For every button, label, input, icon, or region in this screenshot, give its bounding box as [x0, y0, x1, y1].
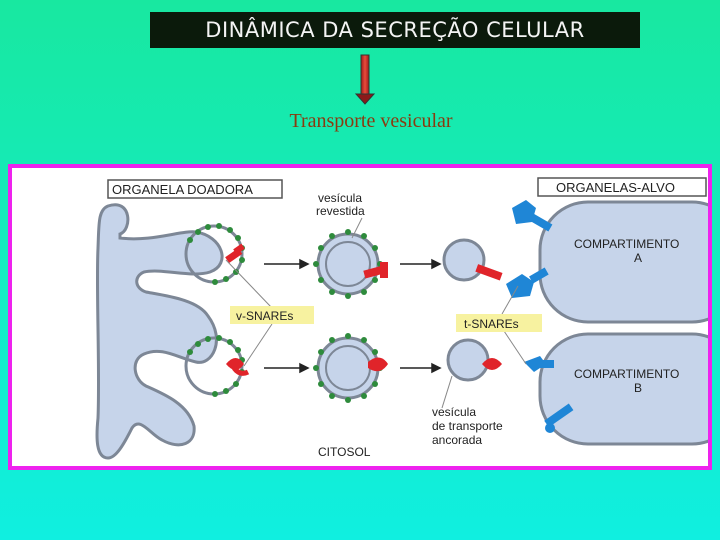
compartment-b — [538, 332, 708, 446]
svg-text:t-SNAREs: t-SNAREs — [464, 317, 519, 331]
target-label: ORGANELAS-ALVO — [537, 177, 707, 197]
svg-text:B: B — [634, 381, 642, 395]
v-snare-icon — [226, 358, 250, 376]
svg-text:COMPARTIMENTO: COMPARTIMENTO — [574, 367, 679, 381]
compartment-a-label: COMPARTIMENTO A — [574, 237, 679, 265]
svg-text:revestida: revestida — [316, 204, 365, 218]
subtitle: Transporte vesicular — [289, 110, 453, 132]
svg-text:de transporte: de transporte — [432, 419, 503, 433]
svg-text:COMPARTIMENTO: COMPARTIMENTO — [574, 237, 679, 251]
transport-vesicle-bottom — [446, 338, 502, 382]
t-snare-icon — [506, 200, 574, 433]
t-snares-label: t-SNAREs — [456, 314, 542, 332]
slide-title: DINÂMICA DA SECREÇÃO CELULAR — [150, 12, 640, 48]
svg-text:v-SNAREs: v-SNAREs — [236, 309, 293, 323]
vesicular-transport-diagram: ORGANELA DOADORA ORGANELAS-ALVO vesícula… — [12, 168, 708, 466]
svg-text:vesícula: vesícula — [432, 405, 476, 419]
svg-text:CITOSOL: CITOSOL — [318, 445, 371, 459]
donor-label: ORGANELA DOADORA — [107, 179, 283, 199]
diagram-svg: ORGANELA DOADORA ORGANELAS-ALVO vesícula… — [95, 177, 708, 460]
svg-text:A: A — [634, 251, 642, 265]
svg-text:ORGANELA DOADORA: ORGANELA DOADORA — [112, 182, 253, 197]
coated-vesicle-label: vesícula revestida — [316, 191, 365, 218]
v-snare-icon — [225, 243, 245, 264]
svg-text:vesícula: vesícula — [318, 191, 362, 205]
leader-lines — [225, 217, 527, 409]
slide-title-text: DINÂMICA DA SECREÇÃO CELULAR — [205, 18, 585, 42]
compartment-a — [538, 200, 708, 324]
v-snares-label: v-SNAREs — [230, 306, 314, 324]
cytosol-label: CITOSOL — [318, 445, 371, 459]
svg-text:ORGANELAS-ALVO: ORGANELAS-ALVO — [556, 180, 675, 195]
svg-text:ancorada: ancorada — [432, 433, 482, 447]
diagram-frame: ORGANELA DOADORA ORGANELAS-ALVO vesícula… — [8, 164, 712, 470]
coated-vesicle-bottom — [313, 333, 388, 403]
coated-vesicle-top — [313, 229, 388, 299]
compartment-b-label: COMPARTIMENTO B — [574, 367, 679, 395]
docked-vesicle-label: vesícula de transporte ancorada — [432, 405, 503, 447]
donor-organelle — [95, 203, 224, 460]
flow-arrows — [264, 258, 442, 374]
transport-vesicle-top — [442, 238, 503, 282]
